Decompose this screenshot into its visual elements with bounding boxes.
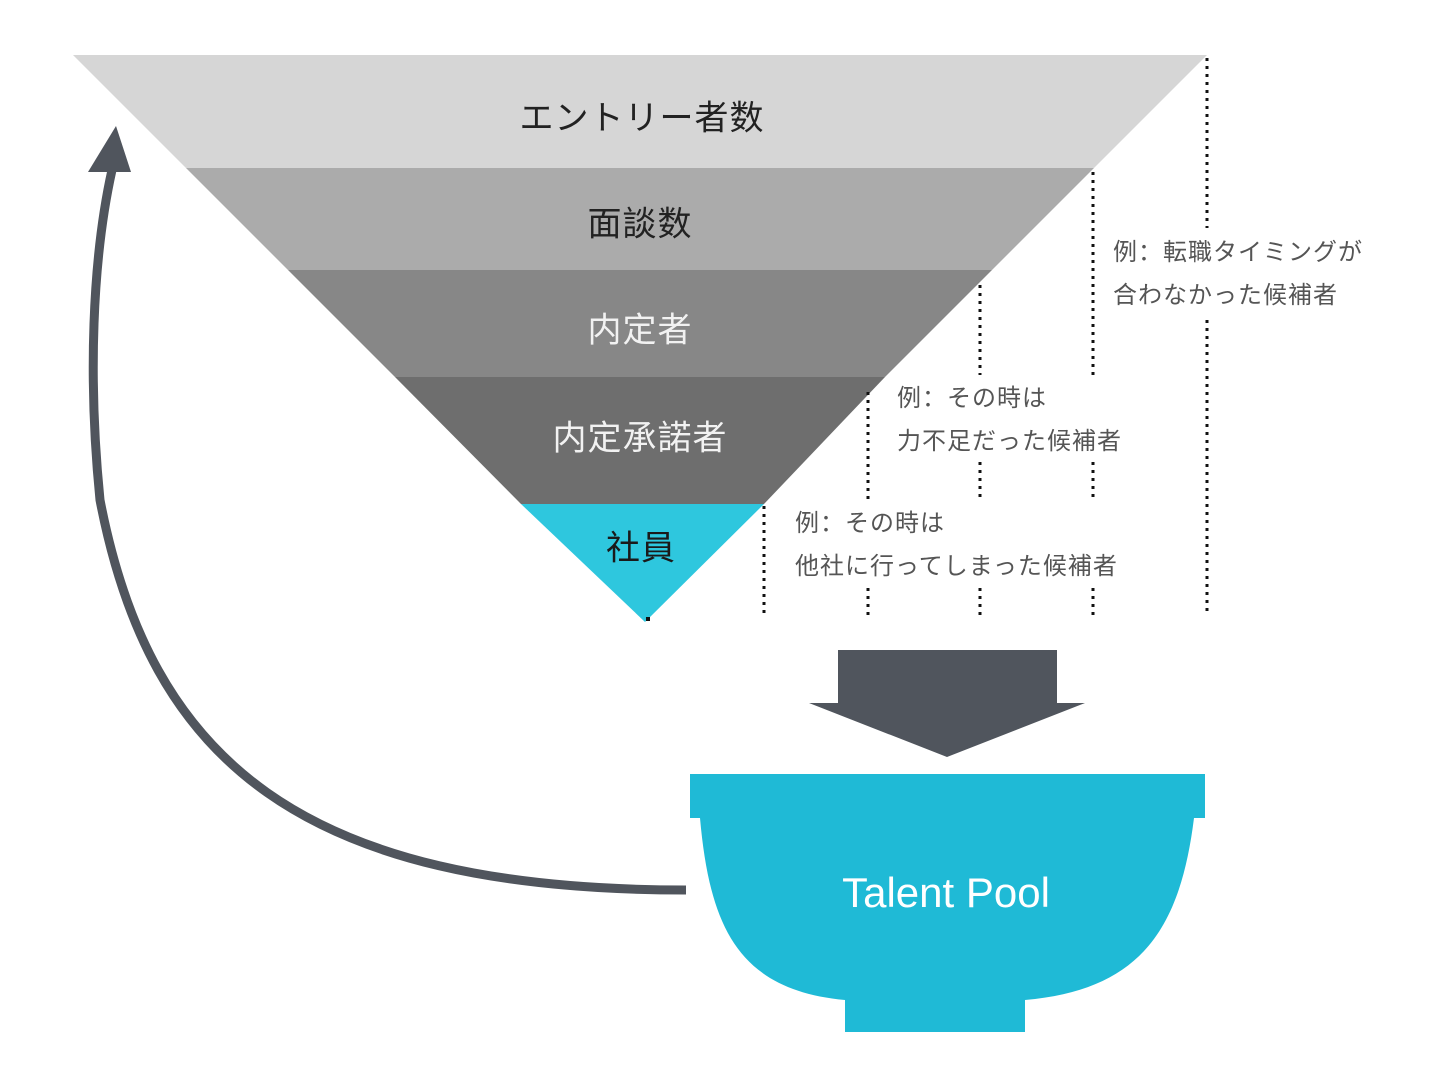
return-arrowhead-icon <box>88 126 131 172</box>
note-other-company: 例：その時は 他社に行ってしまった候補者 <box>795 502 1118 588</box>
funnel-band-accepted <box>395 377 885 504</box>
talent-pool-label: Talent Pool <box>842 869 1050 916</box>
note-line: 例：その時は <box>795 509 945 537</box>
stage-label-employees: 社員 <box>606 528 676 569</box>
funnel-band-entries <box>73 55 1207 168</box>
note-insufficient-skill: 例：その時は 力不足だった候補者 <box>897 377 1122 463</box>
note-line: 合わなかった候補者 <box>1113 281 1338 309</box>
note-timing-mismatch: 例：転職タイミングが 合わなかった候補者 <box>1113 231 1363 317</box>
funnel-band-employees <box>521 504 764 622</box>
note-line: 例：転職タイミングが <box>1113 238 1363 266</box>
stage-label-accepted: 内定承諾者 <box>552 418 728 459</box>
funnel-band-offers <box>288 270 992 377</box>
note-line: 力不足だった候補者 <box>897 427 1122 455</box>
note-line: 他社に行ってしまった候補者 <box>795 552 1118 580</box>
down-arrow-icon <box>809 650 1085 757</box>
stage-label-offers: 内定者 <box>587 310 693 351</box>
return-arrow-icon <box>88 169 687 895</box>
note-line: 例：その時は <box>897 384 1047 412</box>
stage-label-entries: エントリー者数 <box>519 98 765 139</box>
dotted-guides <box>762 58 1209 616</box>
stage-label-interviews: 面談数 <box>587 204 693 245</box>
apex-dot <box>646 617 650 621</box>
talent-pool-bowl <box>690 774 1205 1032</box>
funnel-band-interviews <box>186 168 1094 270</box>
